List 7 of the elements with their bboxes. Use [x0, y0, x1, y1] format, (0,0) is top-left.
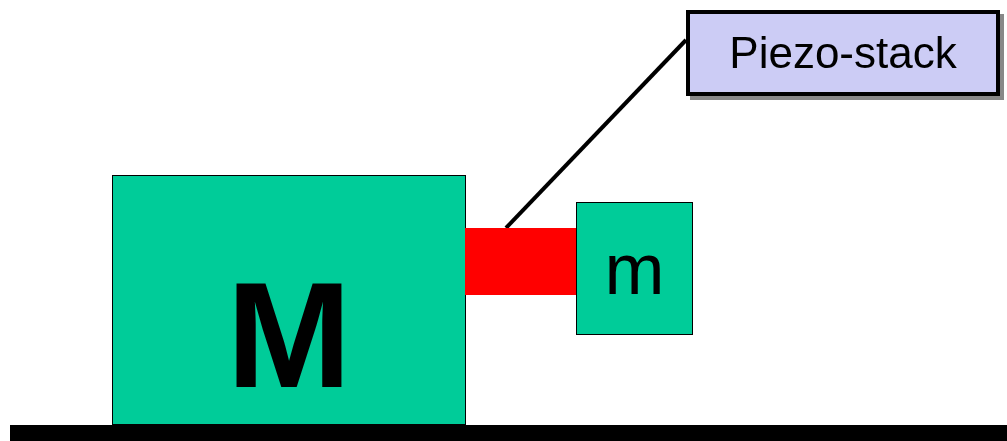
mass-label: M — [226, 260, 352, 410]
callout-text: Piezo-stack — [729, 31, 957, 75]
mass-label: m — [604, 232, 665, 305]
small-mass-block — [576, 202, 693, 335]
piezo-stack-bar — [465, 228, 577, 295]
large-mass-block — [112, 175, 466, 425]
leader-line — [504, 38, 688, 230]
